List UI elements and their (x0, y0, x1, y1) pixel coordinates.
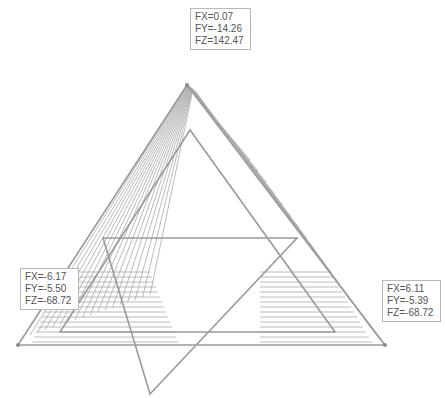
force-box: FX=-6.17FY=-5.50FZ=-68.72 (20, 268, 79, 310)
force-value: FY=-5.39 (387, 295, 436, 307)
hatch-line (44, 312, 166, 313)
force-value: FZ=-68.72 (387, 307, 436, 319)
force-value: FZ=142.47 (195, 35, 246, 47)
hatch-line (113, 88, 192, 308)
force-value: FY=-5.50 (25, 283, 74, 295)
hatch-line (260, 302, 348, 303)
hatch-line (260, 317, 357, 318)
hatch-line (34, 337, 176, 338)
hatch-line (260, 312, 354, 313)
hatch-line (260, 337, 369, 338)
hatch-line (60, 86, 189, 325)
force-value: FZ=-68.72 (25, 295, 74, 307)
hatch-line (38, 327, 172, 328)
hatch-line (260, 327, 363, 328)
hatch-line (260, 292, 342, 293)
hatch-line (83, 87, 190, 318)
force-box: FX=0.07FY=-14.26FZ=142.47 (190, 8, 251, 50)
hatch-line (150, 89, 193, 295)
hatch-line (260, 307, 351, 308)
hatch-line (260, 287, 339, 288)
hatch-line (120, 88, 192, 305)
force-value: FY=-14.26 (195, 23, 246, 35)
force-value: FX=-6.17 (25, 271, 74, 283)
hatch-line (42, 317, 168, 318)
force-box: FX=6.11FY=-5.39FZ=-68.72 (382, 280, 441, 322)
hatch-line (260, 272, 330, 273)
hatch-line (260, 342, 372, 343)
hatch-line (260, 297, 345, 298)
force-value: FX=6.11 (387, 283, 436, 295)
hatch-line (40, 322, 170, 323)
force-value: FX=0.07 (195, 11, 246, 23)
hatch-line (32, 342, 178, 343)
hatch-line (75, 87, 189, 321)
hatch-line (260, 322, 360, 323)
hatch-line (128, 88, 192, 302)
